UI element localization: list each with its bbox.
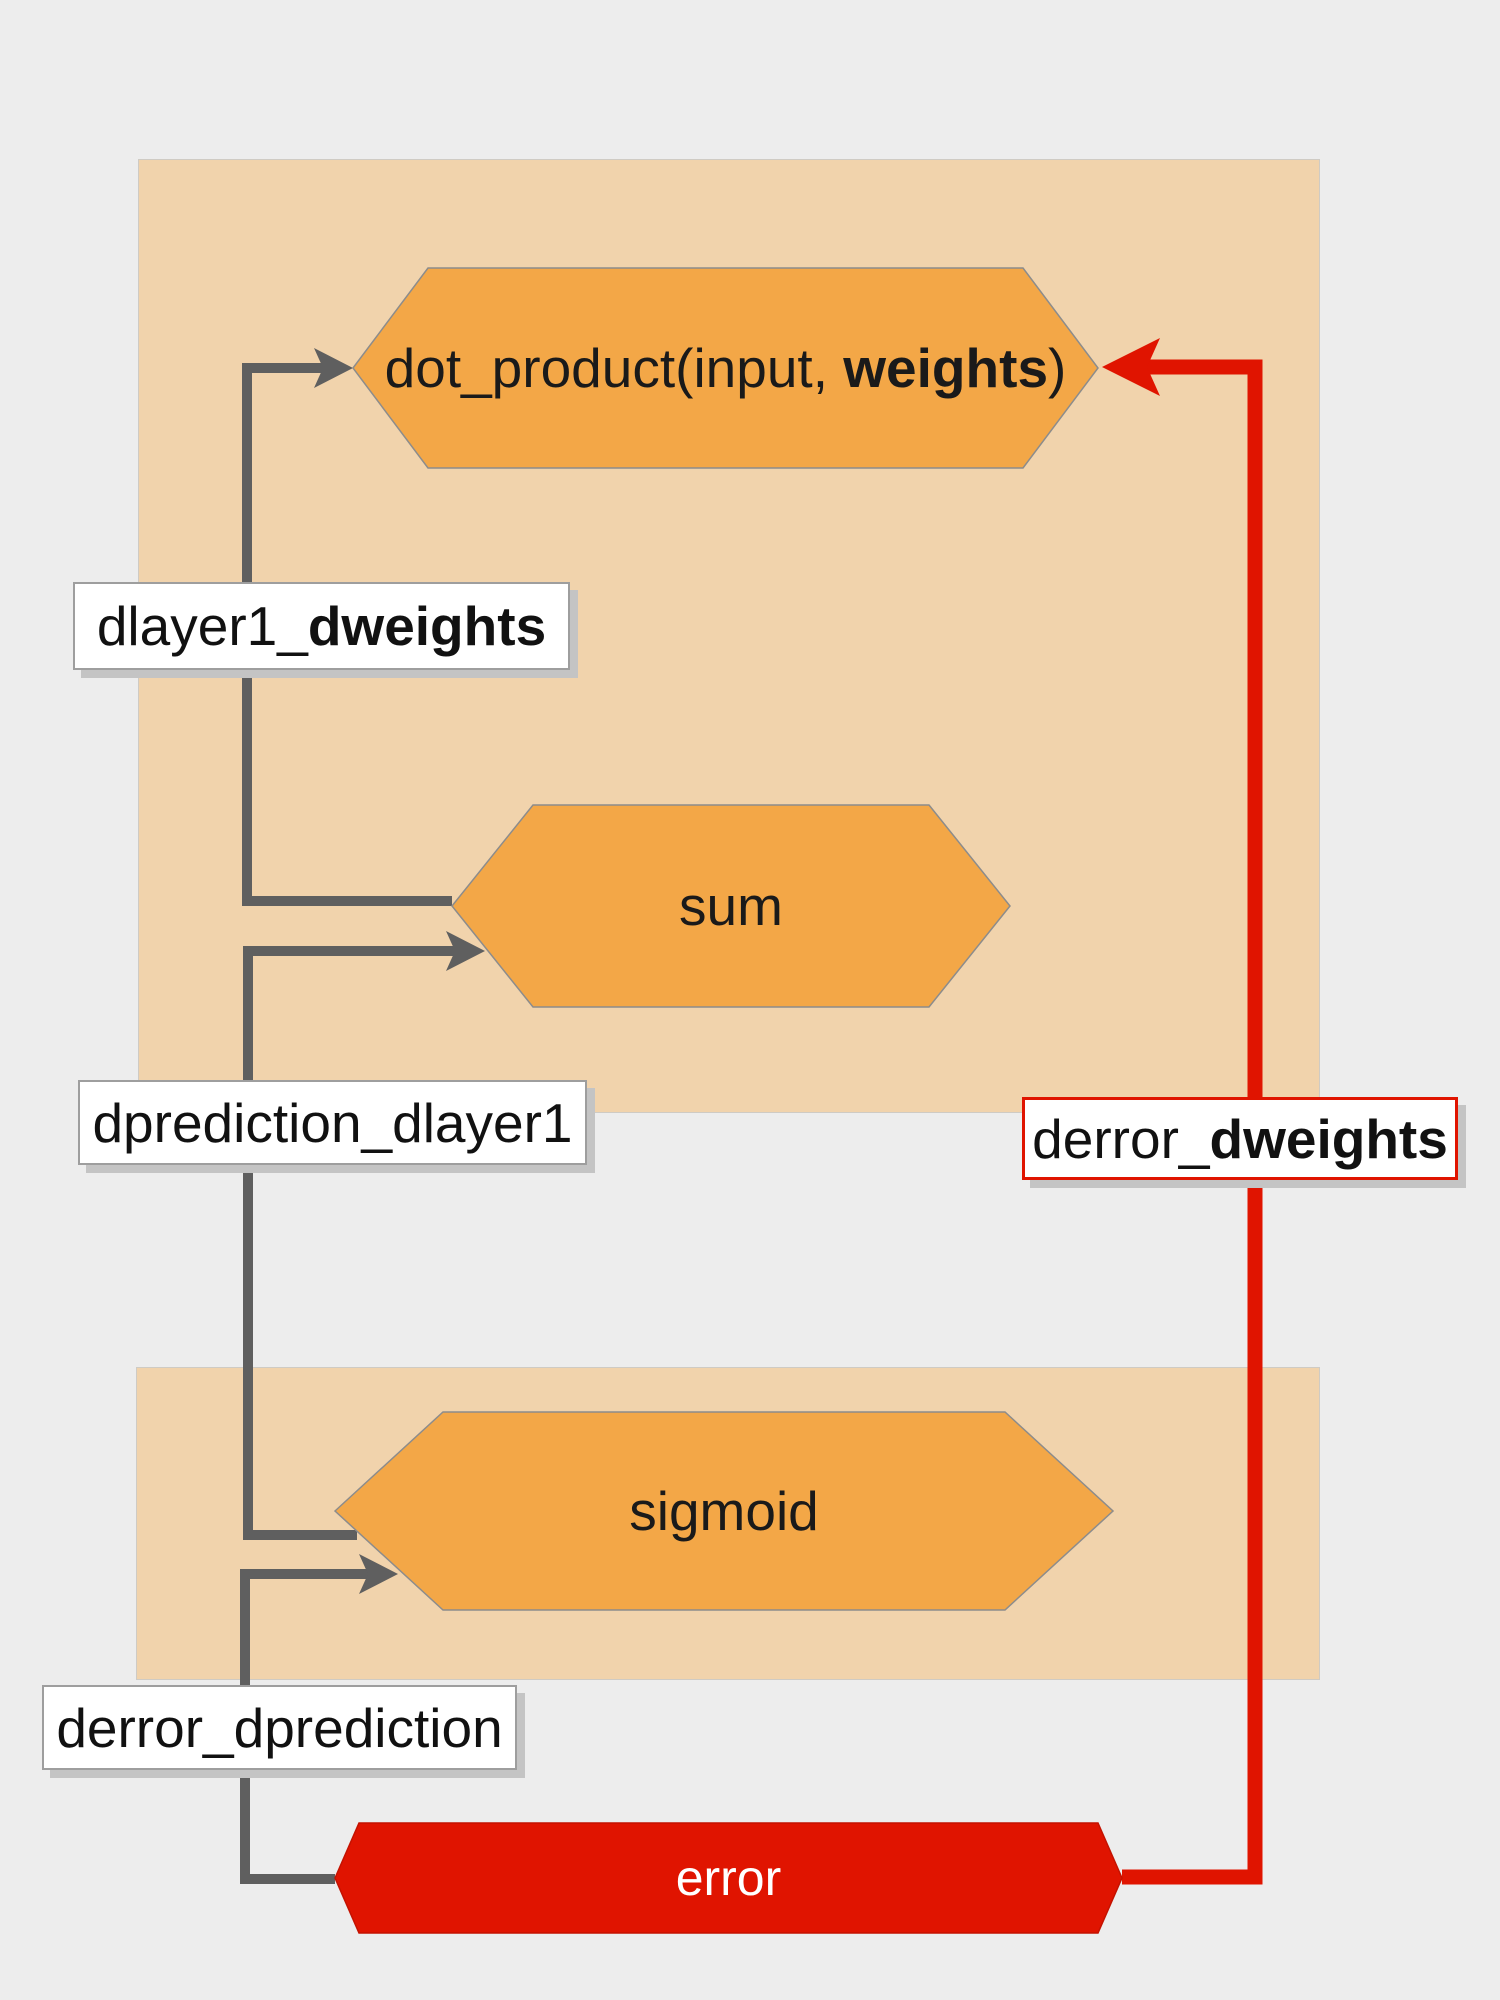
dot-product-label-weights: weights: [843, 337, 1049, 399]
dot-product-label-prefix: dot_product(input,: [384, 337, 844, 399]
sum-node-shape: [451, 804, 1011, 1008]
error-node-label: error: [675, 1850, 782, 1906]
edge-label-derror-dweights: derror_dweights: [1022, 1097, 1458, 1180]
arrowhead-into-sigmoid-icon: [359, 1554, 398, 1594]
arrowhead-into-dot-product-icon: [314, 348, 353, 388]
red-arrowhead-into-dot-product-icon: [1102, 338, 1160, 396]
dot-product-node-shape: [352, 267, 1099, 469]
edge-dprediction-dlayer1: [243, 946, 460, 1540]
dot-product-label-suffix: ): [1048, 337, 1067, 399]
edge-label-dprediction-dlayer1: dprediction_dlayer1: [78, 1080, 587, 1165]
edge-label-derror-dprediction: derror_dprediction: [42, 1685, 517, 1770]
derror-dweights-prefix: derror_: [1032, 1107, 1210, 1170]
dlayer1-dweights-prefix: dlayer1_: [96, 595, 308, 657]
arrowhead-into-sum-icon: [446, 931, 485, 971]
sigmoid-node-shape: [333, 1411, 1115, 1611]
error-node-shape: [334, 1822, 1123, 1934]
dot-product-node-label: dot_product(input, weights): [353, 268, 1098, 468]
derror-dweights-bold: dweights: [1209, 1107, 1448, 1170]
edge-label-dlayer1-dweights: dlayer1_dweights: [73, 582, 570, 670]
sigmoid-node-label: sigmoid: [629, 1480, 819, 1542]
sum-node-label: sum: [679, 875, 783, 937]
dlayer1-dweights-bold: dweights: [307, 595, 547, 657]
